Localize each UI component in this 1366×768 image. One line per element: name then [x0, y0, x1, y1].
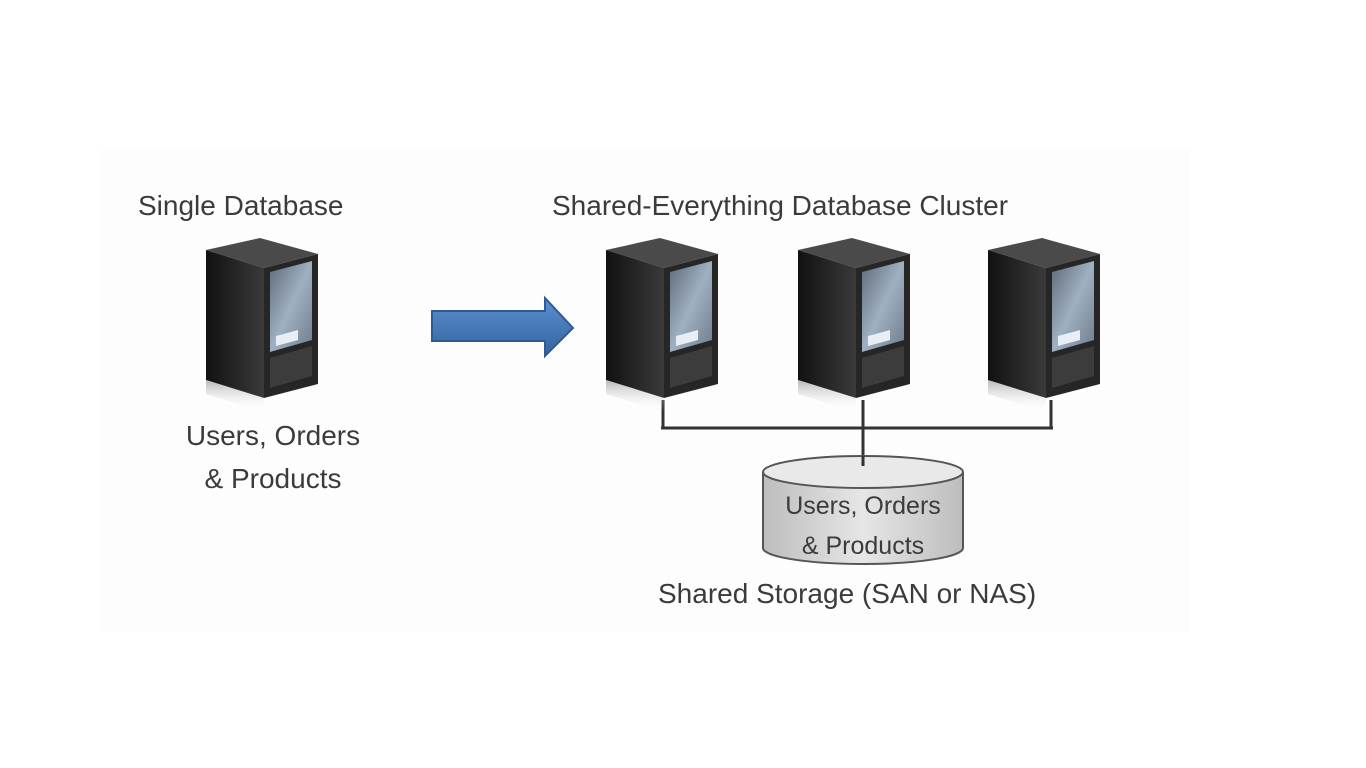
cluster-server-1-icon: [598, 236, 722, 414]
storage-data-line1: Users, Orders: [785, 492, 941, 520]
storage-data-line2: & Products: [801, 532, 925, 560]
single-database-data-line2: & Products: [204, 463, 342, 494]
cluster-server-2-icon: [790, 236, 914, 414]
single-database-title: Single Database: [138, 190, 344, 221]
single-database-data-line1: Users, Orders: [185, 420, 361, 451]
storage-cylinder-icon: [762, 455, 964, 565]
right-arrow-icon: [431, 295, 575, 359]
cluster-server-3-icon: [980, 236, 1104, 414]
cluster-title: Shared-Everything Database Cluster: [552, 190, 1009, 221]
single-database-server-icon: [198, 236, 322, 414]
shared-storage-caption: Shared Storage (SAN or NAS): [658, 578, 1037, 609]
